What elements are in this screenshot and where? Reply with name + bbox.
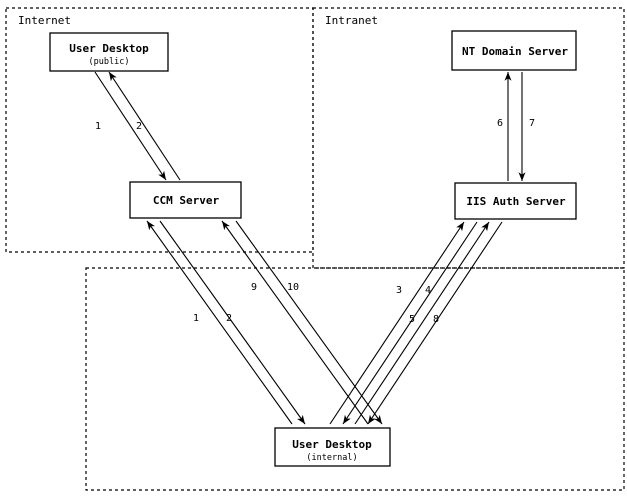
node-box-user-desktop-internal[interactable] [274, 427, 391, 467]
node-title-iis-auth-server: IIS Auth Server [466, 195, 566, 208]
flow-4-iis-to-internal [342, 221, 478, 425]
step-label-4-flow-4-iis-to-internal: 4 [425, 285, 431, 296]
node-subtitle-user-desktop-public: (public) [89, 57, 130, 67]
flow-9-internal-to-ccm [221, 220, 369, 425]
node-title-nt-domain-server: NT Domain Server [462, 45, 568, 58]
node-box-iis-auth-server[interactable] [454, 182, 577, 220]
node-subtitle-user-desktop-internal: (internal) [306, 453, 357, 463]
flow-1-public-to-ccm [94, 71, 167, 181]
node-ccm-server[interactable]: CCM Server [129, 181, 242, 219]
step-label-5-flow-5-internal-to-iis: 5 [409, 314, 415, 325]
node-box-user-desktop-public[interactable] [49, 32, 169, 72]
step-label-2-flow-2-ccm-to-internal: 2 [226, 313, 232, 324]
zones-layer: Internet Intranet [5, 7, 625, 491]
flow-2-ccm-to-internal [159, 220, 306, 425]
flow-10-ccm-to-internal [235, 220, 383, 425]
flow-8-iis-to-internal [367, 221, 503, 425]
node-user-desktop-internal[interactable]: User Desktop (internal) [274, 427, 391, 467]
flow-step-labels-layer: 1 2 1 2 9 10 3 4 5 8 6 7 [95, 118, 535, 325]
step-label-1-flow-1-public-to-ccm: 1 [95, 121, 101, 132]
node-title-ccm-server: CCM Server [153, 194, 220, 207]
flow-2-ccm-to-public [108, 71, 181, 181]
node-iis-auth-server[interactable]: IIS Auth Server [454, 182, 577, 220]
step-label-8-flow-8-iis-to-internal: 8 [433, 314, 439, 325]
zone-label-internet: Internet [18, 14, 71, 27]
step-label-7-flow-7-nt-to-iis: 7 [529, 118, 535, 129]
step-label-3-flow-3-internal-to-iis: 3 [396, 285, 402, 296]
flow-5-internal-to-iis [354, 221, 490, 425]
node-user-desktop-public[interactable]: User Desktop (public) [49, 32, 169, 72]
step-label-2-flow-2-ccm-to-public: 2 [136, 121, 142, 132]
step-label-6-flow-6-iis-to-nt: 6 [497, 118, 503, 129]
zone-boundary-internal-lan [85, 267, 625, 491]
node-title-user-desktop-public: User Desktop [69, 42, 149, 55]
step-label-9-flow-9-internal-to-ccm: 9 [251, 282, 257, 293]
node-box-ccm-server[interactable] [129, 181, 242, 219]
node-nt-domain-server[interactable]: NT Domain Server [451, 30, 577, 71]
zone-label-intranet: Intranet [325, 14, 378, 27]
zone-boundary-intranet [312, 7, 625, 269]
step-label-1-flow-1-internal-to-ccm: 1 [193, 313, 199, 324]
node-box-nt-domain-server[interactable] [451, 30, 577, 71]
flow-1-internal-to-ccm [146, 220, 293, 425]
step-label-10-flow-10-ccm-to-internal: 10 [287, 282, 299, 293]
nodes-layer: User Desktop (public) CCM Server NT Domain … [49, 30, 577, 467]
flows-layer [94, 71, 526, 425]
node-title-user-desktop-internal: User Desktop [292, 438, 372, 451]
flow-3-internal-to-iis [329, 221, 465, 425]
